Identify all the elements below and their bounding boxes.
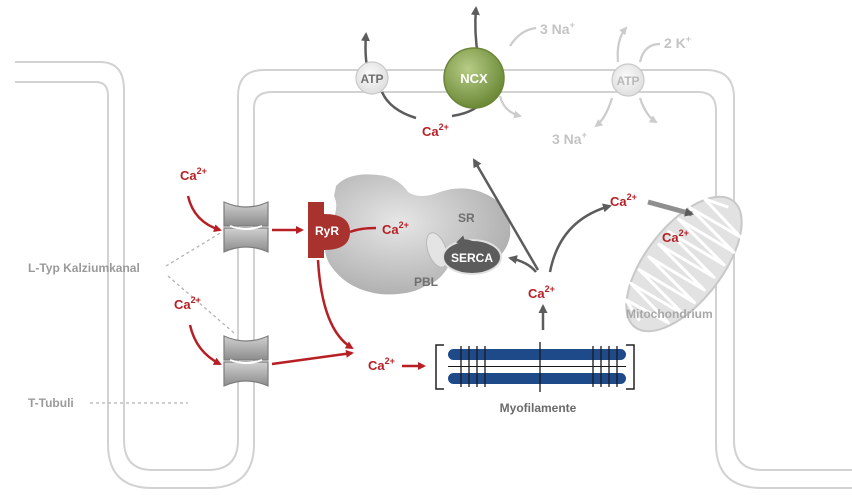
atp-pump-right xyxy=(611,63,645,97)
atp-right-label: ATP xyxy=(616,74,639,88)
t-tubuli-label: T-Tubuli xyxy=(28,396,74,410)
mitochondria-uptake-arrow xyxy=(647,199,694,217)
ca-label-sr-release: Ca2+ xyxy=(382,220,409,237)
mitochondrium-label: Mitochondrium xyxy=(626,307,713,321)
ca-label-mito-inside: Ca2+ xyxy=(662,228,689,245)
ncx-label: NCX xyxy=(460,71,488,86)
ca-label-lower-entry: Ca2+ xyxy=(174,295,201,312)
ca-label-cytosol: Ca2+ xyxy=(368,356,395,373)
ca-label-center: Ca2+ xyxy=(528,284,555,301)
mitochondrion xyxy=(624,195,743,333)
cell-membrane xyxy=(15,61,852,489)
atp-left-label: ATP xyxy=(360,72,383,86)
na3-bottom-label: 3 Na+ xyxy=(552,130,587,147)
myofilament xyxy=(435,342,635,392)
sr-label: SR xyxy=(458,211,475,225)
grey-arrows xyxy=(361,6,612,330)
myofilamente-label: Myofilamente xyxy=(500,401,577,415)
ca-label-upper-entry: Ca2+ xyxy=(180,166,207,183)
ca-label-mito-entry: Ca2+ xyxy=(610,192,637,209)
ryr-label: RyR xyxy=(315,224,339,238)
calcium-red-arrows xyxy=(186,195,426,370)
ca-label-ncx: Ca2+ xyxy=(422,122,449,139)
k2-label: 2 K+ xyxy=(664,34,691,51)
ncx-exchanger xyxy=(443,47,505,109)
pbl-label: PBL xyxy=(414,275,438,289)
faded-arrows xyxy=(498,26,661,128)
l-type-channel-upper xyxy=(223,201,269,253)
serca-label: SERCA xyxy=(451,251,493,265)
serca-pump xyxy=(442,239,502,275)
l-typ-label: L-Typ Kalziumkanal xyxy=(28,261,140,275)
l-type-channel-lower xyxy=(223,335,269,387)
ryr-receptor xyxy=(308,202,350,258)
pointer-lines xyxy=(90,231,235,404)
sarcoplasmic-reticulum xyxy=(324,174,511,295)
na3-top-label: 3 Na+ xyxy=(540,20,575,37)
atp-pump-left xyxy=(355,61,389,95)
